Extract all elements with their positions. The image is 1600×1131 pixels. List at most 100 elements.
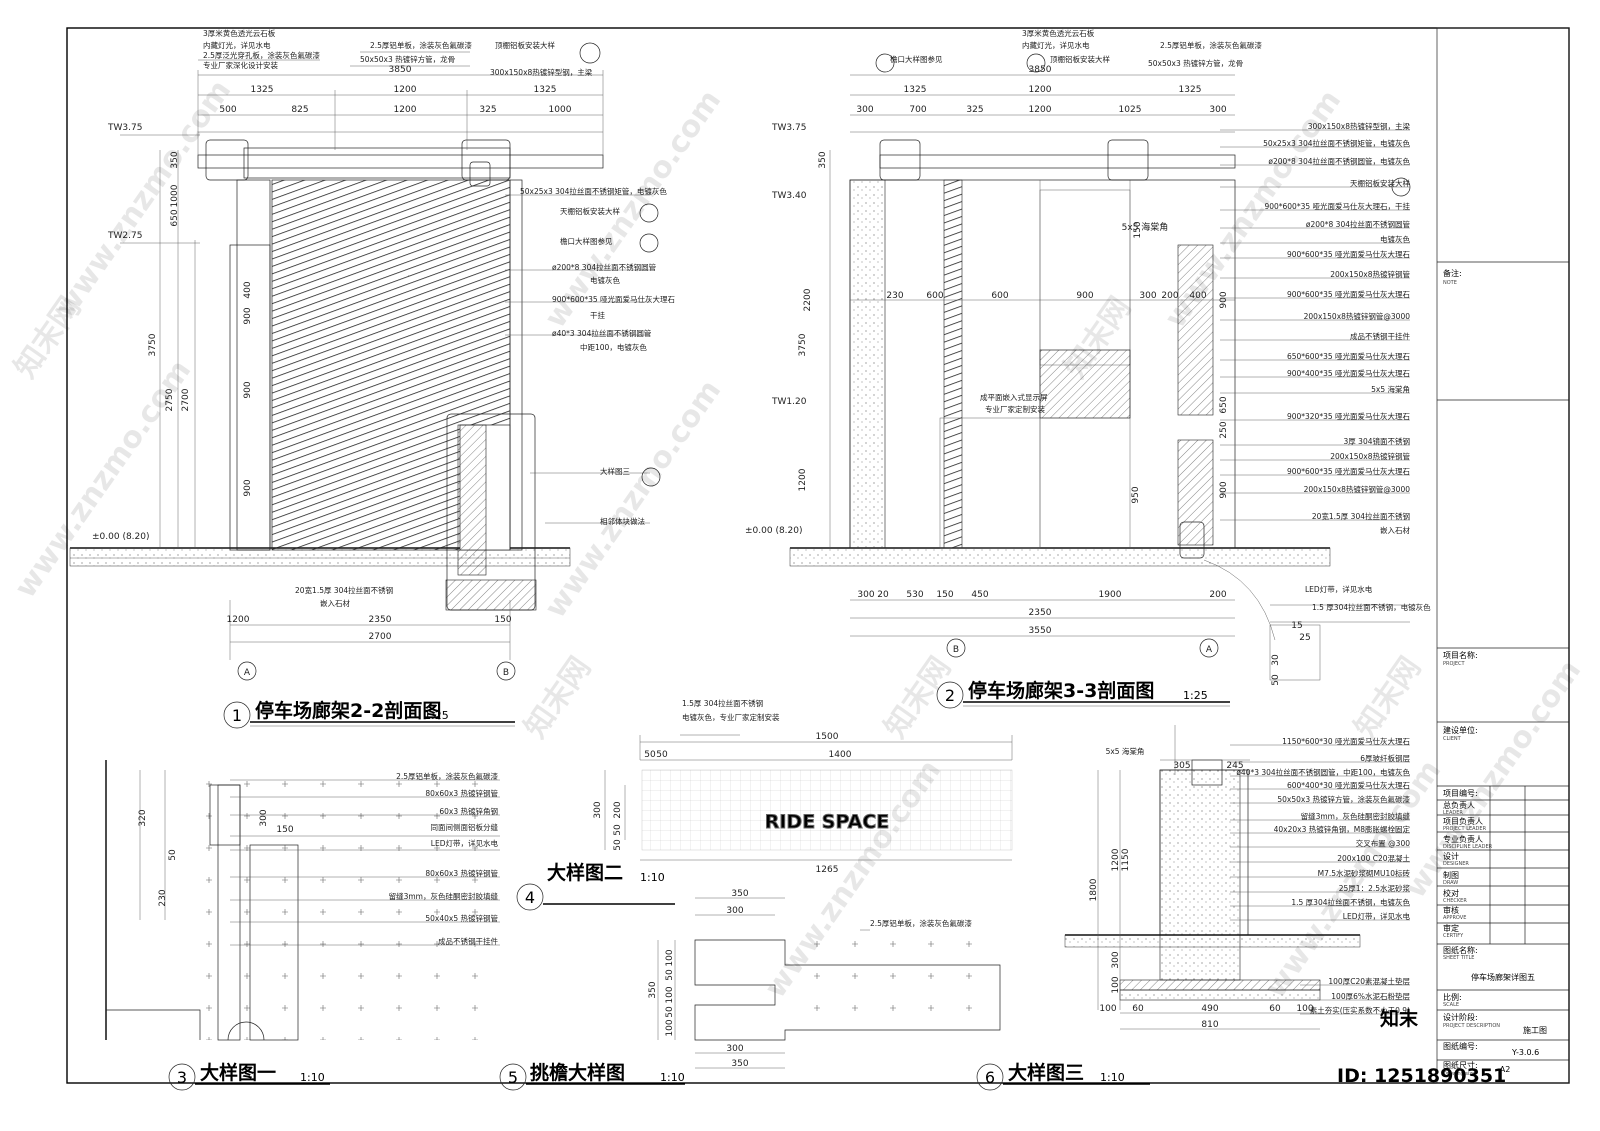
level-marker: ±0.00 (8.20): [745, 526, 803, 536]
annotation-note: 檐口大样图参见: [560, 236, 613, 246]
dimension-label: 100: [665, 986, 675, 1003]
tb-role-en: CERTIFY: [1443, 933, 1464, 939]
sheet-size-value: A2: [1500, 1065, 1511, 1074]
annotation-note: 900*600*35 哑光面爱马仕灰大理石: [1287, 289, 1411, 299]
annotation-note: 留缝3mm，灰色硅酮密封胶填缝: [1301, 811, 1411, 821]
dimension-label: 3750: [148, 333, 158, 356]
annotation-note: 200x150x8热镀锌钢管@3000: [1304, 484, 1411, 494]
dimension-label: 150: [1133, 221, 1143, 238]
annotation-note: 成平面嵌入式显示屏: [980, 392, 1048, 402]
dimension-label: 1150: [1121, 848, 1131, 871]
tb-role-en: PROJECT LEADER: [1443, 826, 1487, 832]
dimension-label: 1400: [829, 750, 852, 760]
dimension-label: 600: [926, 291, 943, 301]
dimension-label: 2350: [1029, 608, 1052, 618]
annotation-note: 内藏灯光，详见水电: [203, 40, 271, 50]
dimension-label: 1325: [534, 85, 557, 95]
annotation-note: 600*400*30 哑光面爱马仕灰大理石: [1287, 780, 1411, 790]
tb-role: 校对: [1443, 888, 1459, 898]
title-block-lines: [1437, 261, 1569, 1061]
dimension-label: 350: [731, 889, 748, 899]
annotation-note: 成品不锈钢干挂件: [1350, 331, 1410, 341]
dimension-label: 900: [1219, 291, 1229, 308]
tb-role-en: DISCIPLINE LEADER: [1443, 844, 1493, 850]
annotation-note: 大样图三: [600, 466, 630, 476]
dimension-label: 1200: [1029, 105, 1052, 115]
grid-axis-label: B: [503, 668, 509, 678]
level-marker: TW3.40: [771, 191, 807, 201]
annotation-note: 1.5 厚304拉丝面不锈钢，电镀灰色: [1312, 602, 1431, 612]
annotation-note: ø40*3 304拉丝面不锈钢圆管，中距100，电镀灰色: [1236, 767, 1410, 777]
annotation-note: 天棚铝板安装大样: [1350, 178, 1410, 188]
dimension-label: 900: [243, 307, 253, 324]
annotation-note: 200x150x8热镀锌钢管: [1330, 451, 1410, 461]
annotation-note: ø200*8 304拉丝面不锈钢圆管，电镀灰色: [1268, 156, 1410, 166]
level-marker: ±0.00 (8.20): [92, 532, 150, 542]
dimension-label: 50: [613, 839, 623, 851]
drawing-title: 大样图二: [547, 861, 623, 884]
annotation-note: 900*600*35 哑光面爱马仕灰大理石: [1287, 466, 1411, 476]
dimension-label: 1325: [904, 85, 927, 95]
dimension-label: 50: [644, 750, 656, 760]
annotation-note: 900*400*35 哑光面爱马仕灰大理石: [1287, 368, 1411, 378]
dimension-label: 200: [1161, 291, 1178, 301]
dimension-label: 3850: [389, 65, 412, 75]
annotation-note: 100厚6%水泥石粉垫层: [1331, 991, 1410, 1001]
dimension-label: 300: [857, 590, 874, 600]
dimension-label: 400: [1189, 291, 1206, 301]
dimension-label: 150: [936, 590, 953, 600]
annotation-note: 5x5 海棠角: [1371, 384, 1410, 394]
dimension-label: 200: [1209, 590, 1226, 600]
dimension-label: 30: [1271, 654, 1281, 666]
level-marker: TW3.75: [771, 123, 806, 133]
dimension-label: 400: [243, 281, 253, 298]
annotation-note: 25厚1：2.5水泥砂浆: [1339, 883, 1411, 893]
tb-label-en: PROJECT DESCRIPTION: [1443, 1023, 1500, 1029]
tb-label: 比例:: [1443, 992, 1462, 1002]
dimension-label: 1800: [1089, 878, 1099, 901]
annotation-note: LED灯带，详见水电: [1343, 911, 1411, 921]
annotation-note: 2.5厚铝单板，涂装灰色氟碳漆: [1160, 40, 1262, 50]
sheet-title-value: 停车场廊架详图五: [1471, 972, 1535, 982]
dimension-label: 300: [726, 906, 743, 916]
dimension-label: 650: [1219, 396, 1229, 413]
dimension-label: 1325: [1179, 85, 1202, 95]
watermark-site: www.znzmo.com: [8, 354, 198, 605]
dimension-label: 650: [170, 209, 180, 226]
title-block-frame: [1436, 27, 1570, 1084]
dimension-label: 1325: [251, 85, 274, 95]
annotation-note: ø200*8 304拉丝面不锈钢圆管: [1306, 219, 1411, 229]
tb-role: 项目负责人: [1443, 816, 1483, 826]
annotation-note: 200x150x8热镀锌钢管@3000: [1304, 311, 1411, 321]
tb-role: 审定: [1443, 923, 1459, 933]
dimension-label: 1000: [549, 105, 572, 115]
dimension-label: 50: [665, 1006, 675, 1018]
dimension-label: 350: [818, 151, 828, 168]
drawing-title: 停车场廊架3-3剖面图: [968, 679, 1154, 702]
tb-label-en: CLIENT: [1443, 736, 1462, 742]
annotation-note: 顶棚铝板安装大样: [495, 40, 555, 50]
detail-2-drawing: [604, 734, 1013, 861]
tb-label: 图纸名称:: [1443, 945, 1478, 955]
annotation-note: 交叉布置 @300: [1356, 838, 1410, 848]
drawing-number-value: Y-3.0.6: [1511, 1048, 1539, 1057]
annotation-note: 同面间侧面铝板分缝: [431, 822, 499, 832]
level-marker: TW2.75: [107, 231, 142, 241]
tb-role-en: DESIGNER: [1443, 861, 1469, 867]
watermark-site: www.znzmo.com: [538, 374, 728, 625]
dimension-label: 230: [158, 889, 168, 906]
dimension-label: 305: [1173, 761, 1190, 771]
annotation-note: 檐口大样图参见: [890, 54, 943, 64]
annotation-note: 2.5厚铝单板，涂装灰色氟碳漆: [370, 40, 472, 50]
tb-label-en: SCALE: [1443, 1002, 1459, 1008]
dimension-label: 1900: [1099, 590, 1122, 600]
dimension-label: 1200: [798, 468, 808, 491]
dimension-label: 3850: [1029, 65, 1052, 75]
dimension-label: 1200: [394, 85, 417, 95]
detail-3-drawing: [1064, 725, 1410, 1030]
watermark-logo: 知末: [1380, 1007, 1419, 1030]
dimension-label: 900: [1219, 481, 1229, 498]
dimension-label: 50: [168, 849, 178, 861]
annotation-note: M7.5水泥砂浆砌MU10标砖: [1318, 868, 1411, 878]
dimension-label: 300: [1111, 951, 1121, 968]
